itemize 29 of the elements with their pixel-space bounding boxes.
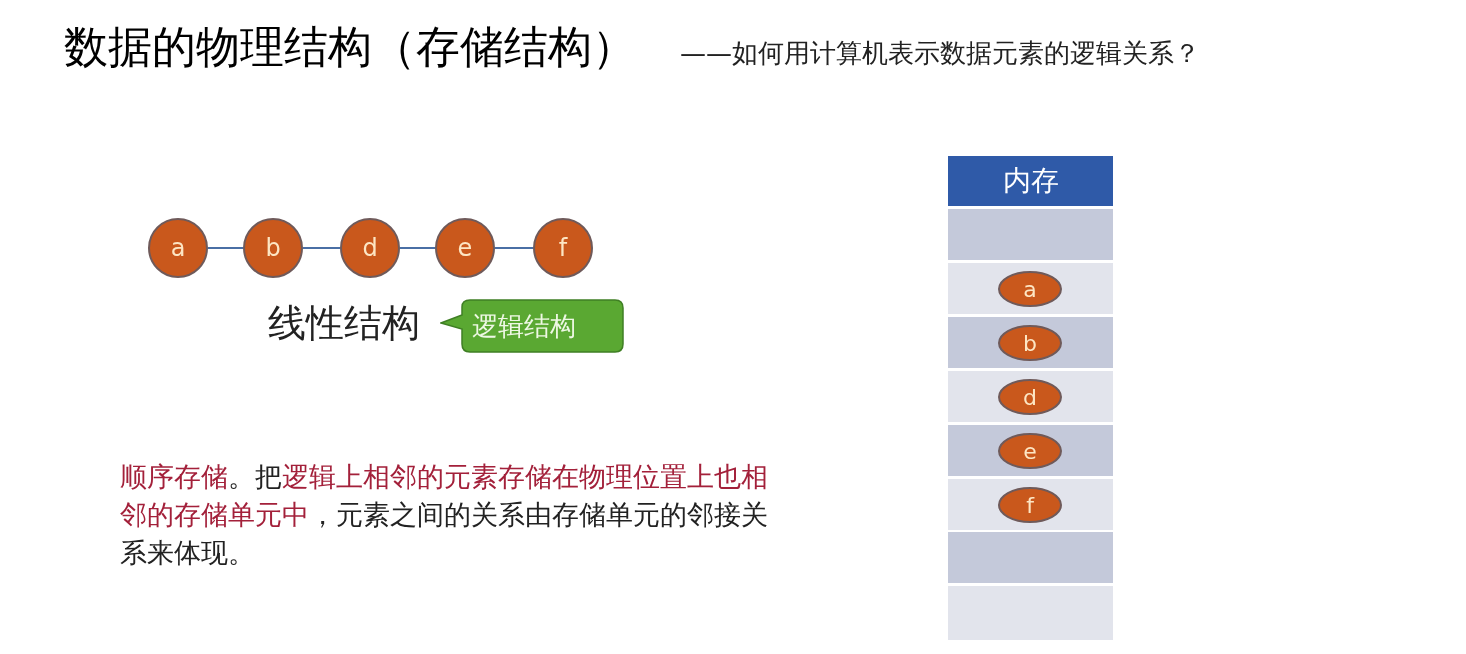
connector-line (302, 247, 341, 249)
circle-node: d (340, 218, 400, 278)
slide-title: 数据的物理结构（存储结构） (64, 20, 636, 74)
circle-node: f (533, 218, 593, 278)
memory-cell (948, 209, 1113, 260)
subtitle: ——如何用计算机表示数据元素的逻辑关系？ (680, 37, 1200, 70)
ellipse-node: b (998, 325, 1062, 361)
connector-line (494, 247, 534, 249)
memory-cell (948, 263, 1113, 314)
ellipse-node: f (998, 487, 1062, 523)
table-header: 内存 (948, 156, 1113, 206)
memory-cell (948, 532, 1113, 583)
structure-label: 线性结构 (268, 300, 420, 347)
memory-cell (948, 586, 1113, 640)
circle-node: a (148, 218, 208, 278)
memory-cell (948, 479, 1113, 530)
memory-cell (948, 425, 1113, 476)
ellipse-node: e (998, 433, 1062, 469)
callout-text: 逻辑结构 (472, 310, 576, 343)
connector-line (399, 247, 436, 249)
circle-node: b (243, 218, 303, 278)
connector-line (207, 247, 244, 249)
memory-cell (948, 317, 1113, 368)
ellipse-node: d (998, 379, 1062, 415)
memory-cell (948, 371, 1113, 422)
ellipse-node: a (998, 271, 1062, 307)
callout-bubble (440, 299, 624, 353)
description-text: 顺序存储。把逻辑上相邻的元素存储在物理位置上也相邻的存储单元中，元素之间的关系由存储单元的邻接关系来体现。 (120, 460, 769, 570)
circle-node: e (435, 218, 495, 278)
